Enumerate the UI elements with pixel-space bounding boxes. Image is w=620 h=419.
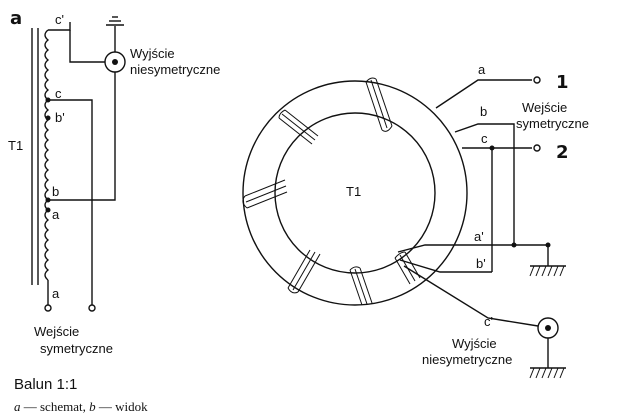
view-label-a: a (478, 62, 486, 77)
toroid-winding-3 (242, 179, 288, 209)
schematic: a T1 c' c (8, 8, 220, 356)
caption-subtitle: a — schemat, b — widok (14, 399, 148, 415)
view-output-label-1: Wyjście (452, 336, 497, 351)
view-coax-ground-icon (529, 367, 566, 379)
schematic-output-label-2: niesymetryczne (130, 62, 220, 77)
view-coax-pin (545, 325, 551, 331)
panel-letter: a (10, 8, 22, 29)
label-a-upper: a (52, 207, 60, 222)
view-label-c-prime: c' (484, 314, 493, 329)
label-a-lower: a (52, 286, 60, 301)
lead-b (454, 123, 515, 245)
toroid-inner-ring (274, 112, 436, 274)
caption-title: Balun 1:1 (14, 376, 78, 393)
toroid-core-label: T1 (346, 184, 361, 199)
label-c: c (55, 86, 62, 101)
toroid-winding-5 (349, 266, 373, 306)
schematic-winding (44, 29, 50, 281)
view-input-label-2: symetryczne (516, 116, 589, 131)
toroid-winding-4 (287, 249, 321, 294)
pin-2-label: 2 (556, 142, 569, 163)
input-terminal-right (88, 304, 96, 312)
label-b: b (52, 184, 59, 199)
label-c-prime: c' (55, 12, 64, 27)
input-terminal-left (44, 304, 52, 312)
pin-2-terminal (533, 144, 541, 152)
tap-a (45, 207, 51, 213)
ground-icon (529, 265, 566, 277)
lead-a (435, 79, 532, 109)
junction-c (489, 145, 495, 151)
schematic-ground-icon (106, 16, 124, 26)
toroid-view: T1 (242, 62, 589, 379)
lead-a-prime (397, 244, 548, 253)
toroid-winding-1 (365, 77, 393, 132)
schematic-coax-pin (112, 59, 118, 65)
view-input-label-1: Wejście (522, 100, 567, 115)
view-output-label-2: niesymetryczne (422, 352, 512, 367)
schematic-input-label-2: symetryczne (40, 341, 113, 356)
toroid-winding-2 (278, 109, 319, 145)
wire-b (48, 72, 116, 201)
view-label-c: c (481, 131, 488, 146)
schematic-input-label-1: Wejście (34, 324, 79, 339)
caption-part-b: — widok (95, 399, 148, 414)
wire-to-coax (69, 30, 105, 63)
label-b-prime: b' (55, 110, 65, 125)
view-label-b: b (480, 104, 487, 119)
caption-part-a: — schemat, (20, 399, 90, 414)
wire-c (48, 99, 93, 305)
pin-1-terminal (533, 76, 541, 84)
view-label-a-prime: a' (474, 229, 484, 244)
lead-c-prime (403, 265, 539, 327)
schematic-core-label: T1 (8, 138, 23, 153)
junction-b-a-prime (511, 242, 517, 248)
pin-1-label: 1 (556, 72, 569, 93)
caption-letter-a: a (14, 399, 21, 414)
lead-b-prime (399, 259, 492, 273)
schematic-output-label-1: Wyjście (130, 46, 175, 61)
view-label-b-prime: b' (476, 256, 486, 271)
toroid-outer-ring (242, 80, 468, 306)
caption-letter-b: b (89, 399, 96, 414)
tap-b-prime (45, 115, 51, 121)
